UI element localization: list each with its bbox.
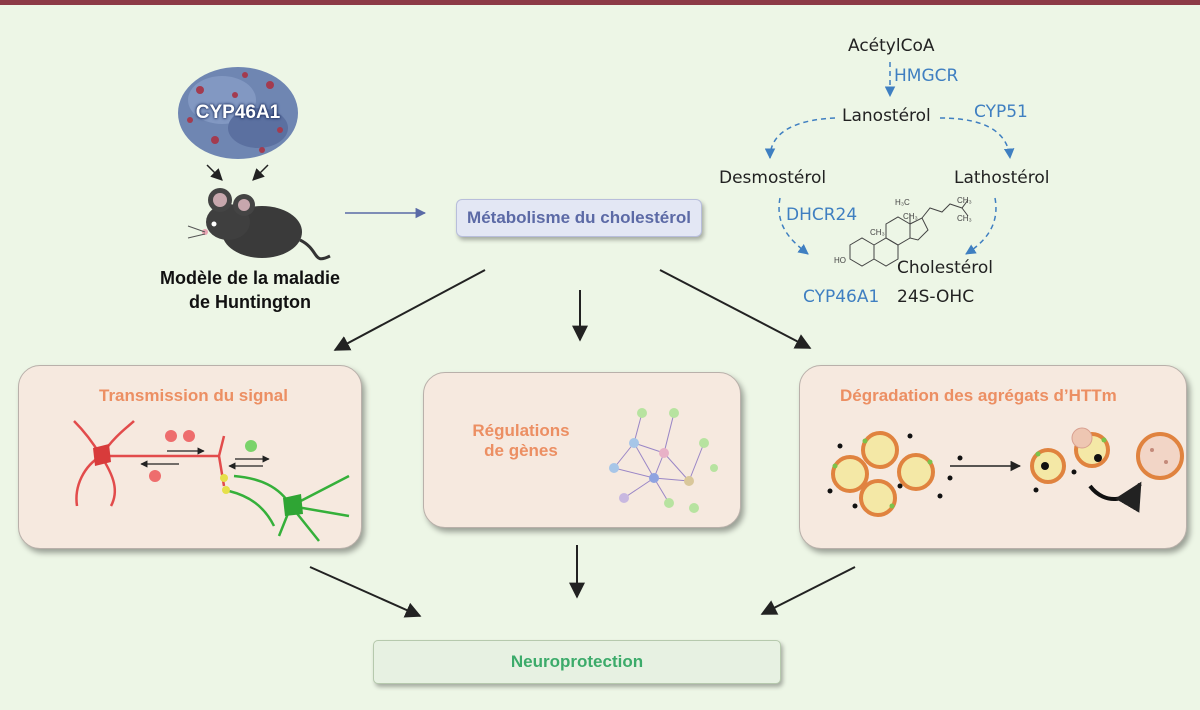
converging-arrows — [309, 545, 856, 618]
protein-to-mouse-arrows — [206, 164, 269, 181]
enzyme-cyp46a1: CYP46A1 — [803, 287, 880, 307]
enzyme-cyp51: CYP51 — [974, 102, 1028, 122]
structure-label-ch3-a: CH₃ — [903, 212, 918, 221]
protein-structure-icon — [178, 67, 298, 159]
pathway-arrows — [764, 62, 1015, 255]
pathway-acetylcoa: AcétylCoA — [848, 36, 935, 56]
structure-label-ho: HO — [834, 256, 846, 265]
model-label: Modèle de la maladie de Huntington — [140, 266, 360, 314]
pathway-lathosterol: Lathostérol — [954, 168, 1050, 188]
cholesterol-structure-icon — [849, 199, 969, 267]
box-genes-title: Régulations de gènes — [466, 421, 576, 461]
structure-label-h3c: H₃C — [895, 198, 910, 207]
box-signal-transmission: Transmission du signal — [18, 365, 362, 549]
neuron-signaling-icon — [73, 420, 350, 542]
pathway-cholesterol: Cholestérol — [897, 258, 993, 278]
box-signal-title: Transmission du signal — [99, 386, 288, 405]
enzyme-hmgcr: HMGCR — [894, 66, 959, 86]
box-aggregate-degradation: Dégradation des agrégats d’HTTm — [799, 365, 1187, 549]
mouse-icon — [187, 188, 331, 261]
pathway-24s-ohc: 24S-OHC — [897, 287, 975, 307]
model-label-line1: Modèle de la maladie — [159, 268, 341, 288]
pathway-lanosterol: Lanostérol — [842, 106, 931, 126]
gene-network-icon — [609, 408, 718, 513]
box-genes-title-line1: Régulations — [472, 421, 570, 440]
aggregate-degradation-icon — [827, 427, 1184, 517]
structure-label-ch3-b: CH₃ — [870, 228, 885, 237]
protein-label: CYP46A1 — [195, 102, 281, 123]
structure-label-ch3-c: CH₃ — [957, 196, 972, 205]
enzyme-dhcr24: DHCR24 — [786, 205, 858, 225]
neuroprotection-box: Neuroprotection — [373, 640, 781, 684]
box-gene-regulation: Régulations de gènes — [423, 372, 741, 528]
structure-label-ch3-d: CH₃ — [957, 214, 972, 223]
top-accent-bar — [0, 0, 1200, 5]
pathway-desmosterol: Desmostérol — [719, 168, 827, 188]
neuroprotection-label: Neuroprotection — [510, 652, 644, 671]
metabolism-label: Métabolisme du cholestérol — [467, 208, 691, 227]
box-genes-title-line2: de gènes — [484, 441, 558, 460]
box-degradation-title: Dégradation des agrégats d’HTTm — [840, 386, 1117, 405]
model-label-line2: de Huntington — [189, 292, 311, 312]
metabolism-box: Métabolisme du cholestérol — [456, 199, 702, 237]
metabolism-branch-arrows — [333, 269, 812, 351]
